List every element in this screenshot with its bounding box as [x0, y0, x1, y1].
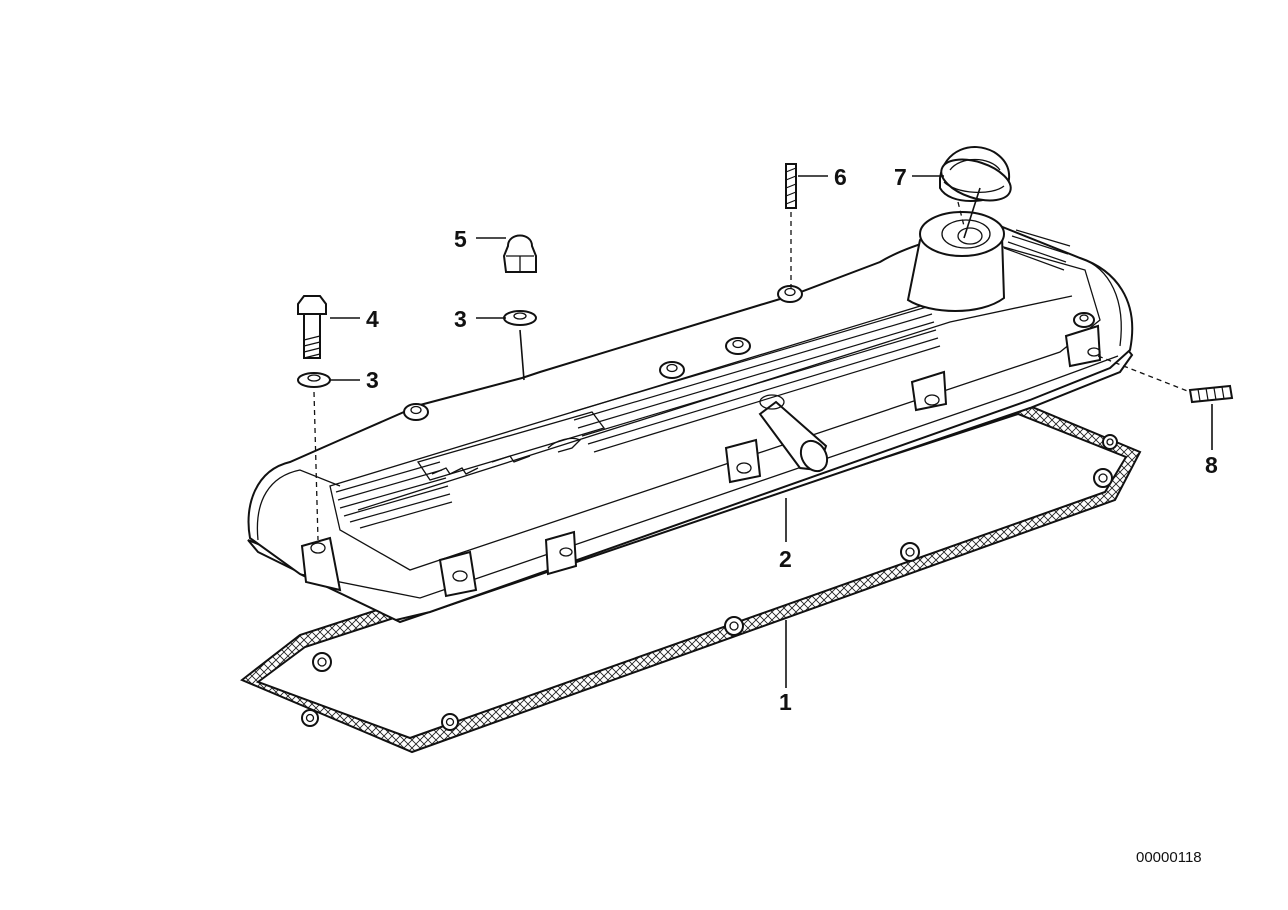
callout-labels: 1 2 3 3 4 5 6 7 8: [366, 164, 1218, 715]
stud-top: [785, 163, 797, 209]
cover-side-ears: [300, 324, 1102, 598]
callout-3-lower: 3: [366, 367, 379, 393]
cover-ribs-rear: [571, 305, 941, 453]
cap-nut: [502, 234, 537, 273]
stud-rear: [1188, 384, 1234, 404]
callout-8: 8: [1205, 452, 1218, 478]
leader-lines: [313, 175, 1213, 688]
callout-2: 2: [779, 546, 792, 572]
washer-lower: [297, 372, 331, 388]
valve-cover: [247, 211, 1134, 624]
diagram-reference-number: 00000118: [1136, 849, 1202, 866]
callout-6: 6: [834, 164, 847, 190]
oil-filler-cap: [939, 146, 1012, 202]
bolt: [297, 295, 327, 359]
gasket: [240, 400, 1142, 754]
cover-ribs-front: [335, 461, 453, 529]
callout-1: 1: [779, 689, 792, 715]
cover-mounting-bosses: [403, 285, 1095, 421]
callout-5: 5: [454, 226, 467, 252]
cover-ribs-back: [1003, 229, 1071, 271]
breather-pipe: [758, 394, 829, 473]
cover-lettering-plate: [416, 411, 606, 481]
washer-upper: [503, 310, 537, 326]
callout-7: 7: [894, 164, 907, 190]
gasket-bolt-holes: [301, 434, 1118, 731]
callout-4: 4: [366, 306, 379, 332]
callout-3-upper: 3: [454, 306, 467, 332]
oil-filler-neck: [906, 211, 1006, 312]
